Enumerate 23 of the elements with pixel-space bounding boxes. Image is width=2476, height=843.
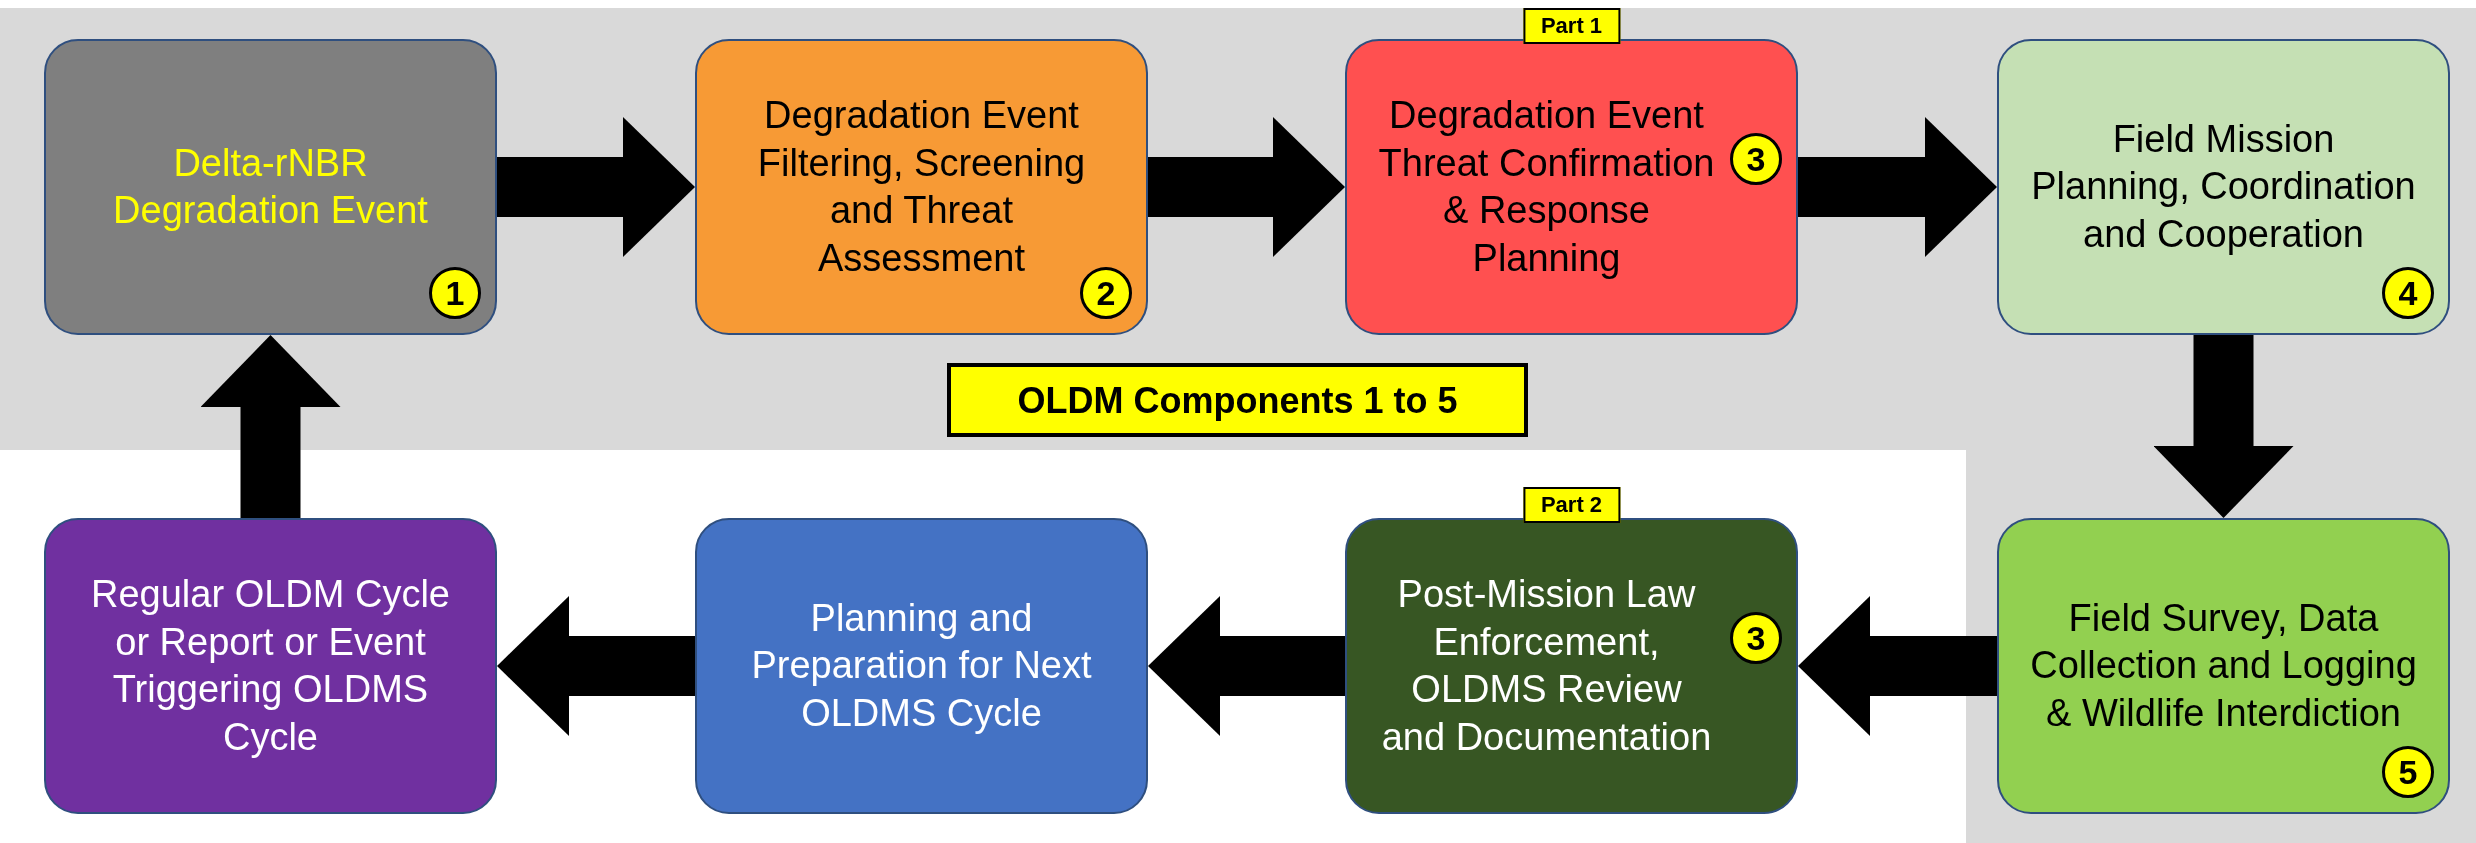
step-number: 2 [1080,267,1132,319]
step-label: Planning and Preparation for Next OLDMS Cycle [750,595,1093,736]
block-arrow [1148,117,1345,257]
block-arrow [1148,596,1345,736]
step-label: Field Mission Planning, Coordination and Cooperation [2030,116,2417,257]
step-number: 3 [1730,133,1782,185]
step-label: Post-Mission Law Enforcement, OLDMS Review and Documentation [1380,572,1713,760]
step-number: 3 [1730,612,1782,664]
step-number: 1 [429,267,481,319]
block-arrow [497,117,695,257]
block-arrow [2153,335,2294,518]
step-number: 5 [2382,746,2434,798]
step-label: Degradation Event Threat Confirmation & Response Planning [1377,93,1716,281]
step-label: Regular OLDM Cycle or Report or Event Triggering OLDMS Cycle [90,572,451,760]
step-label: Field Survey, Data Collection and Logging & Wildlife Interdiction [2029,595,2418,736]
title-label: OLDM Components 1 to 5 [1017,378,1458,423]
part-tag: Part 1 [1522,8,1621,44]
step-number: 4 [2382,267,2434,319]
block-arrow [200,335,341,518]
step-label: Delta-rNBR Degradation Event [112,140,429,233]
block-arrow [1798,596,1997,736]
block-arrow [1798,117,1997,257]
part-tag: Part 2 [1522,487,1621,523]
